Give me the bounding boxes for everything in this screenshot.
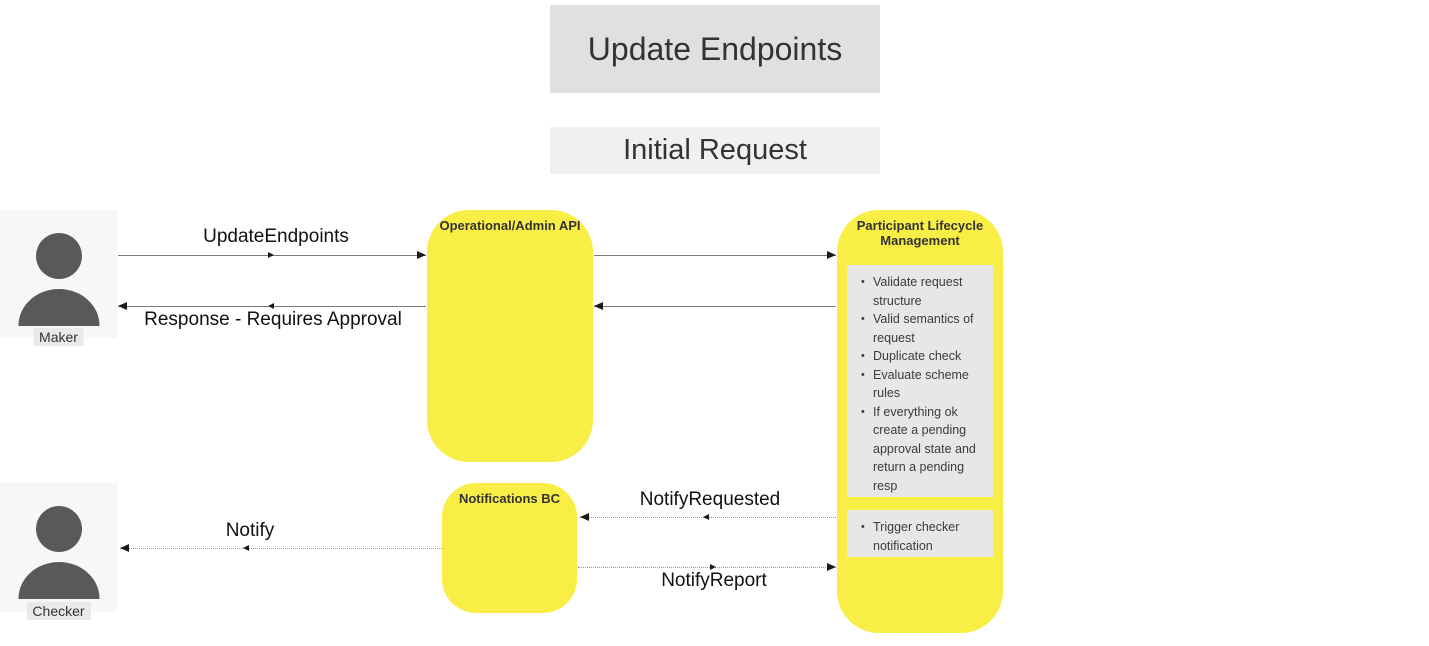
component-admin-api: Operational/Admin API bbox=[427, 210, 593, 462]
arrow-mid-marker-icon bbox=[268, 303, 274, 309]
actor-maker: Maker bbox=[0, 210, 117, 346]
arrow-mid-marker-icon bbox=[268, 252, 274, 258]
actor-maker-label: Maker bbox=[33, 328, 84, 346]
list-item: Valid semantics of request bbox=[861, 310, 987, 347]
arrow-mid-marker-icon bbox=[703, 514, 709, 520]
diagram-subtitle-box: Initial Request bbox=[550, 127, 880, 174]
arrow-mid-marker-icon bbox=[710, 564, 716, 570]
diagram-title: Update Endpoints bbox=[587, 30, 843, 67]
component-admin-api-title: Operational/Admin API bbox=[439, 218, 581, 233]
arrowhead-left-icon bbox=[120, 544, 129, 552]
list-item: Evaluate scheme rules bbox=[861, 366, 987, 403]
user-icon bbox=[0, 224, 117, 326]
message-update-endpoints: UpdateEndpoints bbox=[203, 226, 349, 247]
arrowhead-right-icon bbox=[417, 251, 426, 259]
user-icon-head bbox=[35, 233, 82, 279]
message-notify-report: NotifyReport bbox=[661, 570, 767, 591]
arrow-notifications-to-checker bbox=[120, 548, 442, 549]
user-icon-head bbox=[35, 506, 82, 552]
component-plm: Participant Lifecycle Management Validat… bbox=[837, 210, 1003, 633]
diagram-title-box: Update Endpoints bbox=[550, 5, 880, 93]
plm-validation-list: Validate request structure Valid semanti… bbox=[847, 265, 993, 501]
actor-checker: Checker bbox=[0, 483, 117, 620]
plm-validation-panel: Validate request structure Valid semanti… bbox=[847, 265, 993, 497]
component-plm-title: Participant Lifecycle Management bbox=[856, 218, 984, 248]
list-item: Validate request structure bbox=[861, 273, 987, 310]
user-icon bbox=[0, 497, 117, 599]
message-response-requires-approval: Response - Requires Approval bbox=[144, 309, 402, 330]
arrowhead-right-icon bbox=[827, 251, 836, 259]
arrow-plm-to-api bbox=[594, 306, 836, 307]
arrowhead-right-icon bbox=[827, 563, 836, 571]
actor-checker-label: Checker bbox=[26, 602, 91, 620]
arrow-notifications-to-plm bbox=[578, 567, 836, 568]
list-item: Duplicate check bbox=[861, 347, 987, 366]
list-item: If everything ok create a pending approv… bbox=[861, 403, 987, 496]
arrowhead-left-icon bbox=[594, 302, 603, 310]
arrowhead-left-icon bbox=[118, 302, 127, 310]
message-notify-requested: NotifyRequested bbox=[639, 489, 781, 510]
arrow-mid-marker-icon bbox=[243, 545, 249, 551]
list-item: Trigger checker notification bbox=[861, 518, 987, 555]
diagram-subtitle: Initial Request bbox=[623, 134, 807, 166]
arrowhead-left-icon bbox=[580, 513, 589, 521]
plm-notification-panel: Trigger checker notification bbox=[847, 510, 993, 557]
message-notify: Notify bbox=[225, 520, 275, 541]
plm-notification-list: Trigger checker notification bbox=[847, 510, 993, 561]
arrow-api-to-plm bbox=[594, 255, 836, 256]
component-notifications-bc-title: Notifications BC bbox=[458, 491, 561, 506]
user-icon-torso bbox=[18, 562, 99, 599]
user-icon-torso bbox=[18, 289, 99, 326]
component-notifications-bc: Notifications BC bbox=[442, 483, 577, 613]
